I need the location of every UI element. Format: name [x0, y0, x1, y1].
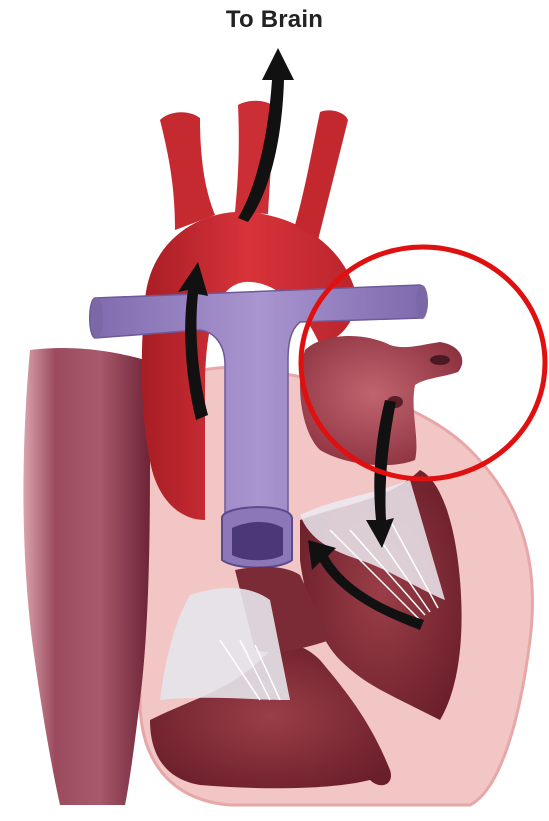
left-vessel [23, 348, 150, 805]
label-to-brain: To Brain [0, 6, 549, 34]
aorta-branch-left [160, 112, 215, 230]
pulmonary-vein-opening [430, 355, 450, 365]
pulmonary-cut-right [416, 285, 428, 319]
aorta-branch-right [295, 110, 348, 240]
vena-cava-inner [232, 522, 283, 560]
pulmonary-cut-left [91, 298, 103, 338]
